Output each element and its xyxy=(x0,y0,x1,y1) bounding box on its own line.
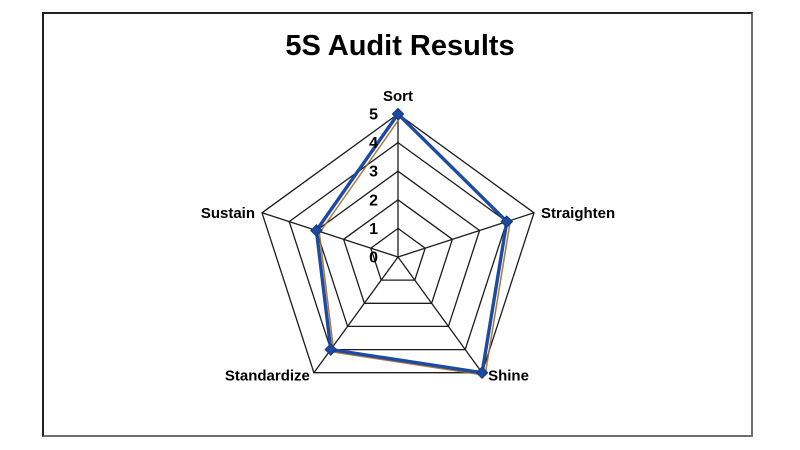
grid-spoke xyxy=(261,212,399,258)
axis-tick-label: 2 xyxy=(369,192,378,209)
series-marker xyxy=(310,224,323,237)
axis-tick-label: 5 xyxy=(369,107,378,124)
category-label: Sort xyxy=(383,88,413,105)
axis-tick-label: 4 xyxy=(369,135,378,152)
grid-spoke xyxy=(397,256,483,374)
grid-ring xyxy=(370,227,426,281)
grid-ring xyxy=(288,141,508,351)
chart-title: 5S Audit Results xyxy=(285,30,515,62)
axis-tick-label: 0 xyxy=(369,250,378,267)
grid-ring xyxy=(315,170,481,328)
grid-ring xyxy=(342,198,454,304)
axis-tick-label: 3 xyxy=(369,164,378,181)
grid-spoke xyxy=(313,256,399,374)
series-marker xyxy=(500,215,514,228)
category-label: Straighten xyxy=(541,205,615,222)
series-marker xyxy=(391,107,405,121)
series-marker xyxy=(324,343,338,356)
series-line xyxy=(314,112,509,375)
axis-tick-label: 1 xyxy=(369,221,378,238)
series-marker xyxy=(475,366,489,380)
category-label: Standardize xyxy=(225,368,310,385)
grid-ring xyxy=(261,113,535,374)
category-label: Shine xyxy=(488,368,529,385)
grid-spoke xyxy=(397,212,535,258)
category-label: Sustain xyxy=(201,205,255,222)
